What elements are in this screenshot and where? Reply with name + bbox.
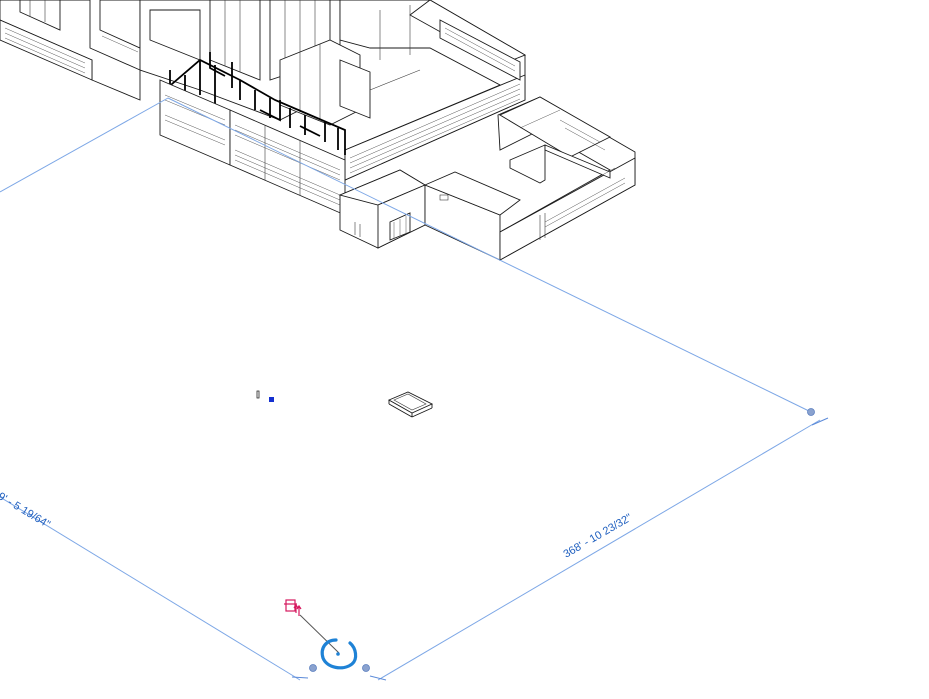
building-entrance-block xyxy=(338,169,426,249)
grip-handle-icon[interactable] xyxy=(807,408,815,416)
grip-handle-icon[interactable] xyxy=(362,664,370,672)
dimension-ticks xyxy=(291,417,829,681)
grip-handle-icon[interactable] xyxy=(309,664,317,672)
building-east-annex xyxy=(497,96,636,261)
section-box[interactable] xyxy=(0,97,821,681)
move-arrows-icon[interactable] xyxy=(284,599,302,616)
section-box-edge-southwest[interactable] xyxy=(0,496,301,681)
section-box-edge-northeast[interactable] xyxy=(167,97,812,413)
building-central-block xyxy=(139,0,371,126)
selection-point-icon xyxy=(269,397,274,402)
dimension-label-left: 69' - 5 19/64" xyxy=(0,487,52,531)
section-box-grips[interactable] xyxy=(309,408,815,672)
section-box-edge-southeast[interactable] xyxy=(377,419,821,681)
section-box-edge-northwest[interactable] xyxy=(0,97,169,193)
floor-opening-object[interactable] xyxy=(387,391,434,418)
building-south-wing xyxy=(159,79,346,216)
building-model[interactable] xyxy=(0,0,636,261)
rotate-control-icon[interactable] xyxy=(320,638,358,670)
rotate-leader-line xyxy=(299,614,340,654)
building-west-wing xyxy=(0,0,141,101)
small-object-marker xyxy=(256,390,274,402)
